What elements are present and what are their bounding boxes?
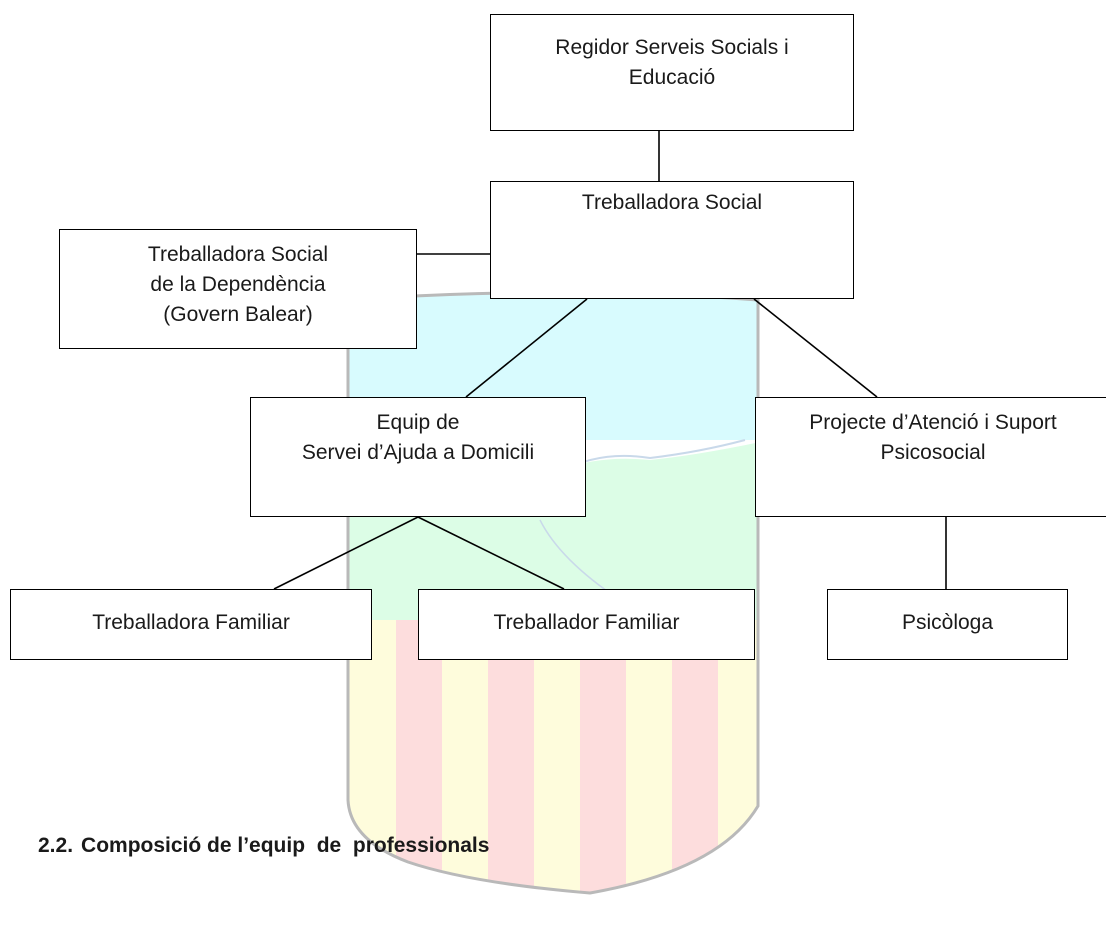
node-equip-sad-label: Equip de Servei d’Ajuda a Domicili xyxy=(301,411,535,464)
connector-equip-treballador xyxy=(417,516,565,590)
watermark-stripe xyxy=(580,620,626,893)
node-dependencia: Treballadora Social de la Dependència (G… xyxy=(59,229,417,349)
node-equip-sad: Equip de Servei d’Ajuda a Domicili xyxy=(250,397,586,517)
section-number: 2.2. xyxy=(38,834,74,857)
node-regidor: Regidor Serveis Socials i Educació xyxy=(490,14,854,131)
node-treballadora-familiar: Treballadora Familiar xyxy=(10,589,372,660)
node-projecte: Projecte d’Atenció i Suport Psicosocial xyxy=(755,397,1106,517)
node-projecte-label: Projecte d’Atenció i Suport Psicosocial xyxy=(809,411,1057,464)
node-treballador-familiar: Treballador Familiar xyxy=(418,589,755,660)
section-heading: 2.2. Composició de l’equip de professiona… xyxy=(38,834,489,858)
node-treballador-familiar-label: Treballador Familiar xyxy=(493,611,680,634)
connector-social-projecte xyxy=(753,298,878,398)
section-title: Composició de l’equip de professionals xyxy=(81,834,490,857)
connector-equip-treballadora xyxy=(273,516,419,590)
watermark-stripe xyxy=(672,620,718,893)
node-treballadora-social-label: Treballadora Social xyxy=(581,191,763,214)
node-dependencia-label: Treballadora Social de la Dependència (G… xyxy=(147,243,329,326)
watermark-stripe xyxy=(396,620,442,893)
connector-social-equip xyxy=(465,298,588,398)
node-regidor-label: Regidor Serveis Socials i Educació xyxy=(555,36,789,89)
watermark-stripe xyxy=(488,620,534,893)
node-psicologa-label: Psicòloga xyxy=(901,611,994,634)
node-psicologa: Psicòloga xyxy=(827,589,1068,660)
node-treballadora-familiar-label: Treballadora Familiar xyxy=(92,611,290,634)
node-treballadora-social: Treballadora Social xyxy=(490,181,854,299)
